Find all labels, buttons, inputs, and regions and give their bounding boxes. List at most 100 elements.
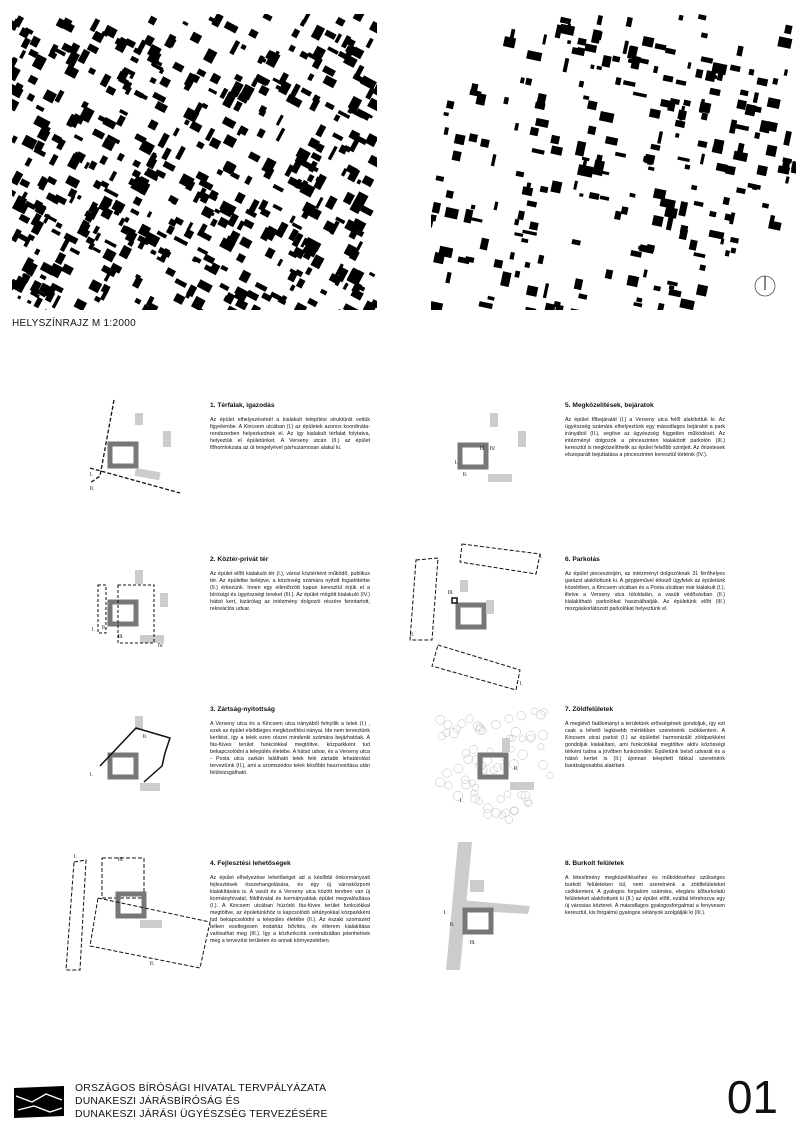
tree-symbol [468,779,476,787]
section-5: 5. Megközelítések, bejáratok Az épület f… [565,402,725,459]
diagram-5-label-2: II. [463,472,467,478]
diagram-6: I. II. III. I. [400,540,560,690]
tree-symbol [525,800,533,808]
tree-symbol [444,781,453,790]
tree-symbol [483,809,493,819]
diagram-8-label-1: I. [444,910,447,916]
tree-symbol [504,714,514,723]
tree-symbol [435,777,445,788]
tree-symbol [463,754,473,764]
building-footprints [12,14,377,310]
diagram-1-label-1: I. [90,472,93,478]
section-2-title: 2. Köztér-privát tér [210,556,269,563]
tree-symbol [510,806,519,815]
tree-symbol [443,720,453,730]
tree-symbol [452,790,464,802]
section-7-title: 7. Zöldfelületek [565,706,613,713]
diagram-3: I. II. [80,708,240,818]
tree-symbol [503,790,512,799]
section-3-title: 3. Zártság-nyitottság [210,706,275,713]
tree-symbol [537,743,545,751]
tree-symbol [478,726,487,735]
tree-symbol [489,766,498,774]
tree-symbol [469,744,478,754]
tree-symbol [475,725,485,735]
tree-symbol [504,815,514,824]
section-2-body: Az épület előtt kialakuló tér (I.), váro… [210,571,370,613]
tree-symbol [501,808,510,817]
diagram-4: I. II. III. [60,850,240,982]
tree-symbol [517,790,526,800]
section-1-body: Az épület elhelyezésénél a kialakult tel… [210,417,370,452]
north-arrow-icon [754,275,776,297]
site-plan-map-left [12,14,377,310]
tree-symbol [510,726,521,738]
section-7: 7. Zöldfelületek A meglévő faállományt a… [565,706,725,770]
section-4-body: Az épület elhelyezése lehetőséget ad a k… [210,875,370,945]
site-plan-title: HELYSZÍNRAJZ M 1:2000 [12,318,136,329]
diagram-4-label-3: III. [118,857,124,863]
tree-symbol [523,797,532,806]
tree-symbol [526,734,535,743]
section-8-body: A létesítmény megközelítéséhez és működé… [565,875,725,917]
tree-symbol [518,735,526,743]
tree-symbol [472,721,483,731]
tree-symbol [437,732,446,741]
tree-symbol [435,714,446,725]
section-5-body: Az épület főbejáratát (I.) a Verseny utc… [565,417,725,459]
tree-symbol [496,795,505,804]
tree-symbol [453,763,464,774]
diagram-2-label-2: II. [102,625,106,631]
diagram-8-label-3: III. [470,940,476,946]
diagram-1-label-2: II. [90,486,94,492]
tree-symbol [517,749,528,760]
section-7-body: A meglévő faállományt a területünk erőss… [565,721,725,770]
competition-title-line-3: DUNAKESZI JÁRÁSI ÜGYÉSZSÉG TERVEZÉSÉRE [75,1109,328,1120]
tree-symbol [493,763,503,772]
section-6: 6. Parkolás Az épület pinceszintjén, az … [565,556,725,613]
section-4: 4. Fejlesztési lehetőségek Az épület elh… [210,860,370,945]
tree-symbol [465,714,474,724]
section-5-title: 5. Megközelítések, bejáratok [565,402,654,409]
diagram-7-label-2: II. [514,766,518,772]
section-8-title: 8. Burkolt felületek [565,860,624,867]
tree-symbol [475,723,485,732]
diagram-5: I. II. III. IV. [430,398,590,508]
diagram-4-label-1: I. [74,854,77,860]
diagram-2-label-4: IV. [158,643,164,649]
tree-symbol [516,711,526,721]
diagram-7: I. II. [430,700,590,830]
diagram-2: I. II. III. IV. [80,555,240,665]
diagram-6-label-1: I. [540,554,543,560]
tree-symbol [471,783,480,792]
tree-symbol [461,775,470,784]
diagram-8-label-2: II. [450,922,454,928]
diagram-5-label-3: III. [480,446,486,452]
tree-symbol [520,791,531,801]
section-1-title: 1. Térfalak, igazodás [210,402,275,409]
tree-symbol [498,811,507,819]
tree-symbol [525,730,536,741]
diagram-5-label-1: I. [455,460,458,466]
competition-title-line-1: ORSZÁGOS BÍRÓSÁGI HIVATAL TERVPÁLYÁZATA [75,1083,327,1094]
section-3-body: A Verseny utca és a Kincsem utca irányáb… [210,721,370,777]
diagram-6-label-4: I. [520,681,523,687]
diagram-2-label-1: I. [92,627,95,633]
court-logo-icon [12,1084,66,1118]
tree-symbol [442,728,451,737]
section-6-body: Az épület pinceszintjén, az intézményi d… [565,571,725,613]
tree-symbol [536,710,546,720]
tree-symbol [483,803,493,813]
tree-symbol [491,719,501,730]
tree-symbol [442,768,452,778]
diagram-3-label-1: I. [90,772,93,778]
tree-symbol [457,719,466,728]
page-number: 01 [726,1071,778,1123]
tree-symbol [538,760,548,770]
diagram-3-label-2: II. [143,734,147,740]
tree-symbol [546,772,554,780]
diagram-6-label-2: II. [410,632,414,638]
tree-symbol [530,707,538,715]
tree-symbol [540,708,548,716]
diagram-8: I. II. III. [430,840,590,972]
